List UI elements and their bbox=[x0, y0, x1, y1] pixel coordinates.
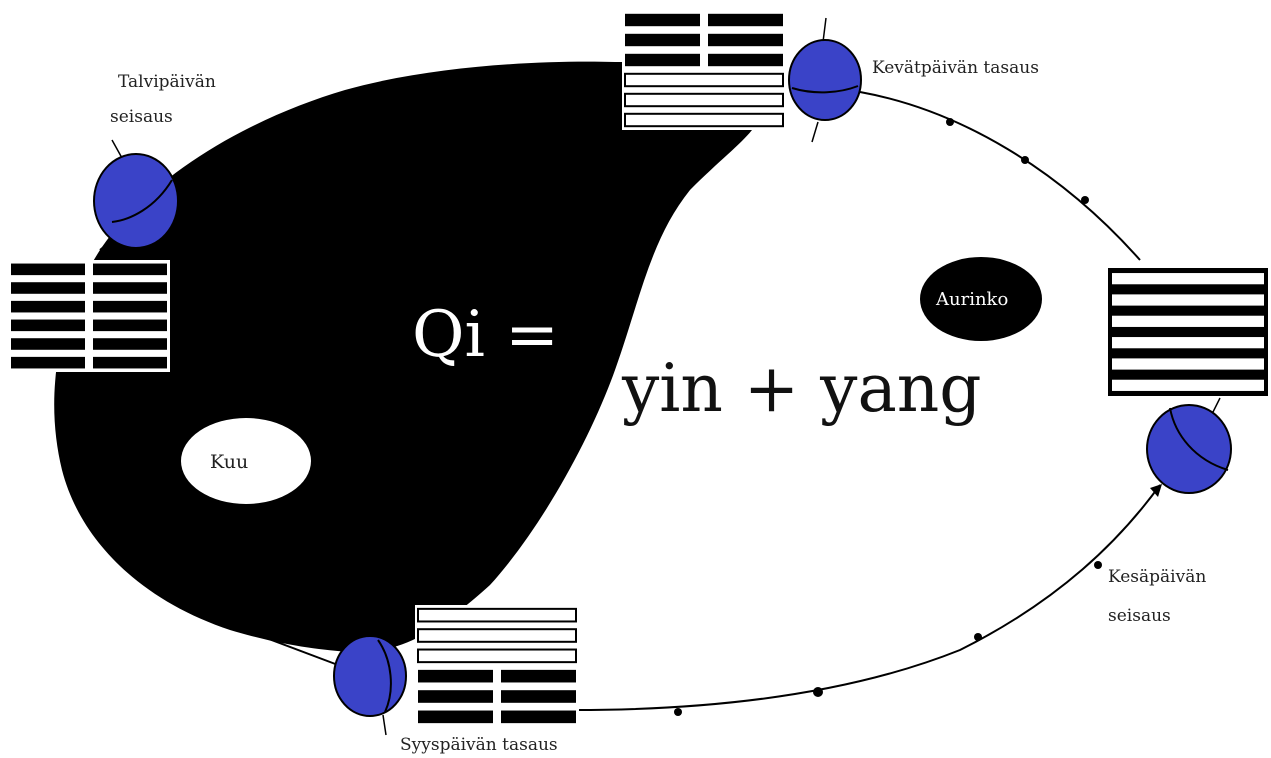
yin-line-segment bbox=[708, 33, 783, 47]
hexagram-summer-solstice bbox=[1108, 268, 1268, 396]
orbit-marker bbox=[1021, 156, 1029, 164]
hexagram-winter-solstice bbox=[8, 260, 170, 372]
hexagram-background bbox=[1108, 268, 1268, 396]
moon-label: Kuu bbox=[210, 451, 249, 473]
orbit-marker bbox=[813, 687, 823, 697]
yin-line-segment bbox=[93, 263, 167, 276]
orbit-marker bbox=[1081, 196, 1089, 204]
yin-line-segment bbox=[418, 669, 493, 683]
yin-line-segment bbox=[708, 13, 783, 27]
orbit-marker bbox=[974, 633, 982, 641]
autumn-equinox-label: Syyspäivän tasaus bbox=[400, 735, 558, 755]
earth-autumn bbox=[333, 635, 407, 736]
moon-ellipse bbox=[181, 418, 311, 504]
spring-equinox-label: Kevätpäivän tasaus bbox=[872, 58, 1039, 78]
yin-line-segment bbox=[501, 690, 576, 703]
earth-spring bbox=[788, 17, 862, 143]
orbit-marker bbox=[1094, 561, 1102, 569]
yin-line-segment bbox=[418, 690, 493, 703]
sun-label: Aurinko bbox=[936, 289, 1009, 310]
yin-line-segment bbox=[625, 33, 700, 47]
yang-line bbox=[1110, 271, 1266, 287]
formula-left: Qi = bbox=[412, 298, 559, 372]
yin-line-segment bbox=[93, 338, 167, 350]
summer-solstice-label-line2: seisaus bbox=[1108, 606, 1171, 626]
yang-line bbox=[624, 72, 784, 88]
hexagram-background bbox=[415, 605, 579, 727]
hexagram-autumn-equinox bbox=[415, 605, 579, 727]
yin-line-segment bbox=[625, 53, 700, 67]
yang-line bbox=[1110, 313, 1266, 329]
hexagram-spring-equinox bbox=[622, 10, 786, 130]
yin-line-segment bbox=[501, 669, 576, 683]
yin-line-segment bbox=[501, 710, 576, 724]
yin-line-segment bbox=[418, 710, 493, 724]
yin-line-segment bbox=[11, 263, 85, 276]
yin-line-segment bbox=[625, 13, 700, 27]
winter-solstice-label-line2: seisaus bbox=[110, 107, 173, 127]
orbit-arrowhead bbox=[1150, 484, 1162, 497]
orbit-marker bbox=[674, 708, 682, 716]
yin-line-segment bbox=[11, 356, 85, 369]
yin-line-segment bbox=[11, 319, 85, 332]
hexagram-background bbox=[622, 10, 786, 130]
yin-line-segment bbox=[11, 338, 85, 350]
yang-line bbox=[624, 112, 784, 128]
yang-line bbox=[417, 628, 577, 643]
orbit-marker bbox=[946, 118, 954, 126]
yin-line-segment bbox=[93, 300, 167, 313]
sun-ellipse bbox=[920, 257, 1042, 341]
formula-right: yin + yang bbox=[622, 350, 982, 427]
yang-line bbox=[1110, 292, 1266, 308]
yin-line-segment bbox=[11, 282, 85, 294]
hexagram-background bbox=[8, 260, 170, 372]
yang-line bbox=[624, 92, 784, 108]
yang-line bbox=[1110, 356, 1266, 372]
summer-solstice-label-line1: Kesäpäivän bbox=[1108, 567, 1207, 587]
yin-line-segment bbox=[93, 282, 167, 294]
yin-line-segment bbox=[708, 53, 783, 67]
yang-line bbox=[1110, 377, 1266, 393]
orbit-path bbox=[574, 91, 1161, 711]
winter-solstice-label-line1: Talvipäivän bbox=[118, 72, 216, 92]
yin-line-segment bbox=[93, 356, 167, 369]
yin-line-segment bbox=[11, 300, 85, 313]
yang-line bbox=[1110, 335, 1266, 351]
yang-line bbox=[417, 607, 577, 623]
orbit-link-syys bbox=[244, 629, 339, 666]
yin-line-segment bbox=[93, 319, 167, 332]
earth-winter bbox=[93, 139, 179, 249]
yin-region bbox=[54, 61, 753, 653]
orbit-markers bbox=[674, 118, 1102, 716]
earth-summer bbox=[1146, 397, 1232, 494]
yang-line bbox=[417, 648, 577, 664]
